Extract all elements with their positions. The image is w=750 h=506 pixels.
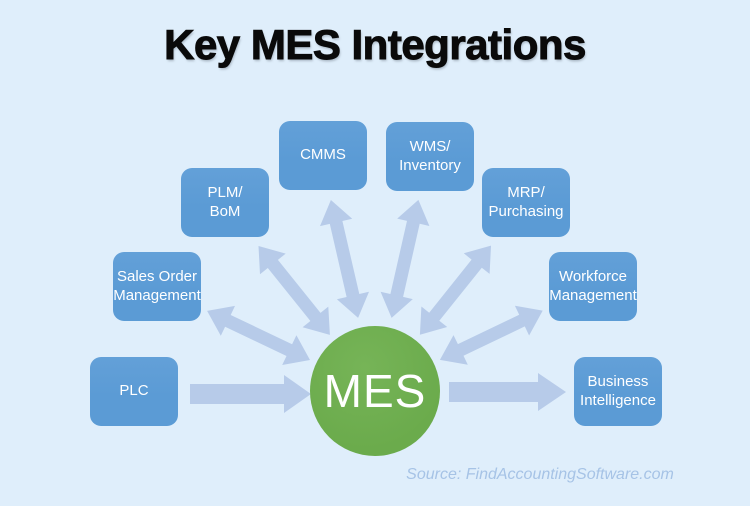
node-plm-bom-label: PLM/ BoM	[207, 183, 243, 220]
node-mrp-purchasing-label: MRP/ Purchasing	[488, 183, 564, 220]
mes-hub-label: MES	[323, 365, 427, 417]
node-plc: PLC	[90, 357, 178, 426]
node-sales-order-management-label: Sales Order Management	[113, 267, 201, 304]
mes-hub-circle: MES	[310, 326, 440, 456]
node-cmms-label: CMMS	[300, 146, 346, 164]
node-wms-inventory: WMS/ Inventory	[386, 122, 474, 191]
node-workforce-management-label: Workforce Management	[549, 267, 637, 304]
node-business-intelligence: Business Intelligence	[574, 357, 662, 426]
page-title: Key MES Integrations	[164, 21, 587, 69]
node-business-intelligence-label: Business Intelligence	[580, 372, 656, 409]
node-mrp-purchasing: MRP/ Purchasing	[482, 168, 570, 237]
node-wms-inventory-label: WMS/ Inventory	[399, 137, 461, 174]
node-sales-order-management: Sales Order Management	[113, 252, 201, 321]
source-credit: Source: FindAccountingSoftware.com	[406, 466, 674, 483]
node-plc-label: PLC	[119, 382, 149, 400]
node-plm-bom: PLM/ BoM	[181, 168, 269, 237]
node-cmms: CMMS	[279, 121, 367, 190]
node-workforce-management: Workforce Management	[549, 252, 637, 321]
